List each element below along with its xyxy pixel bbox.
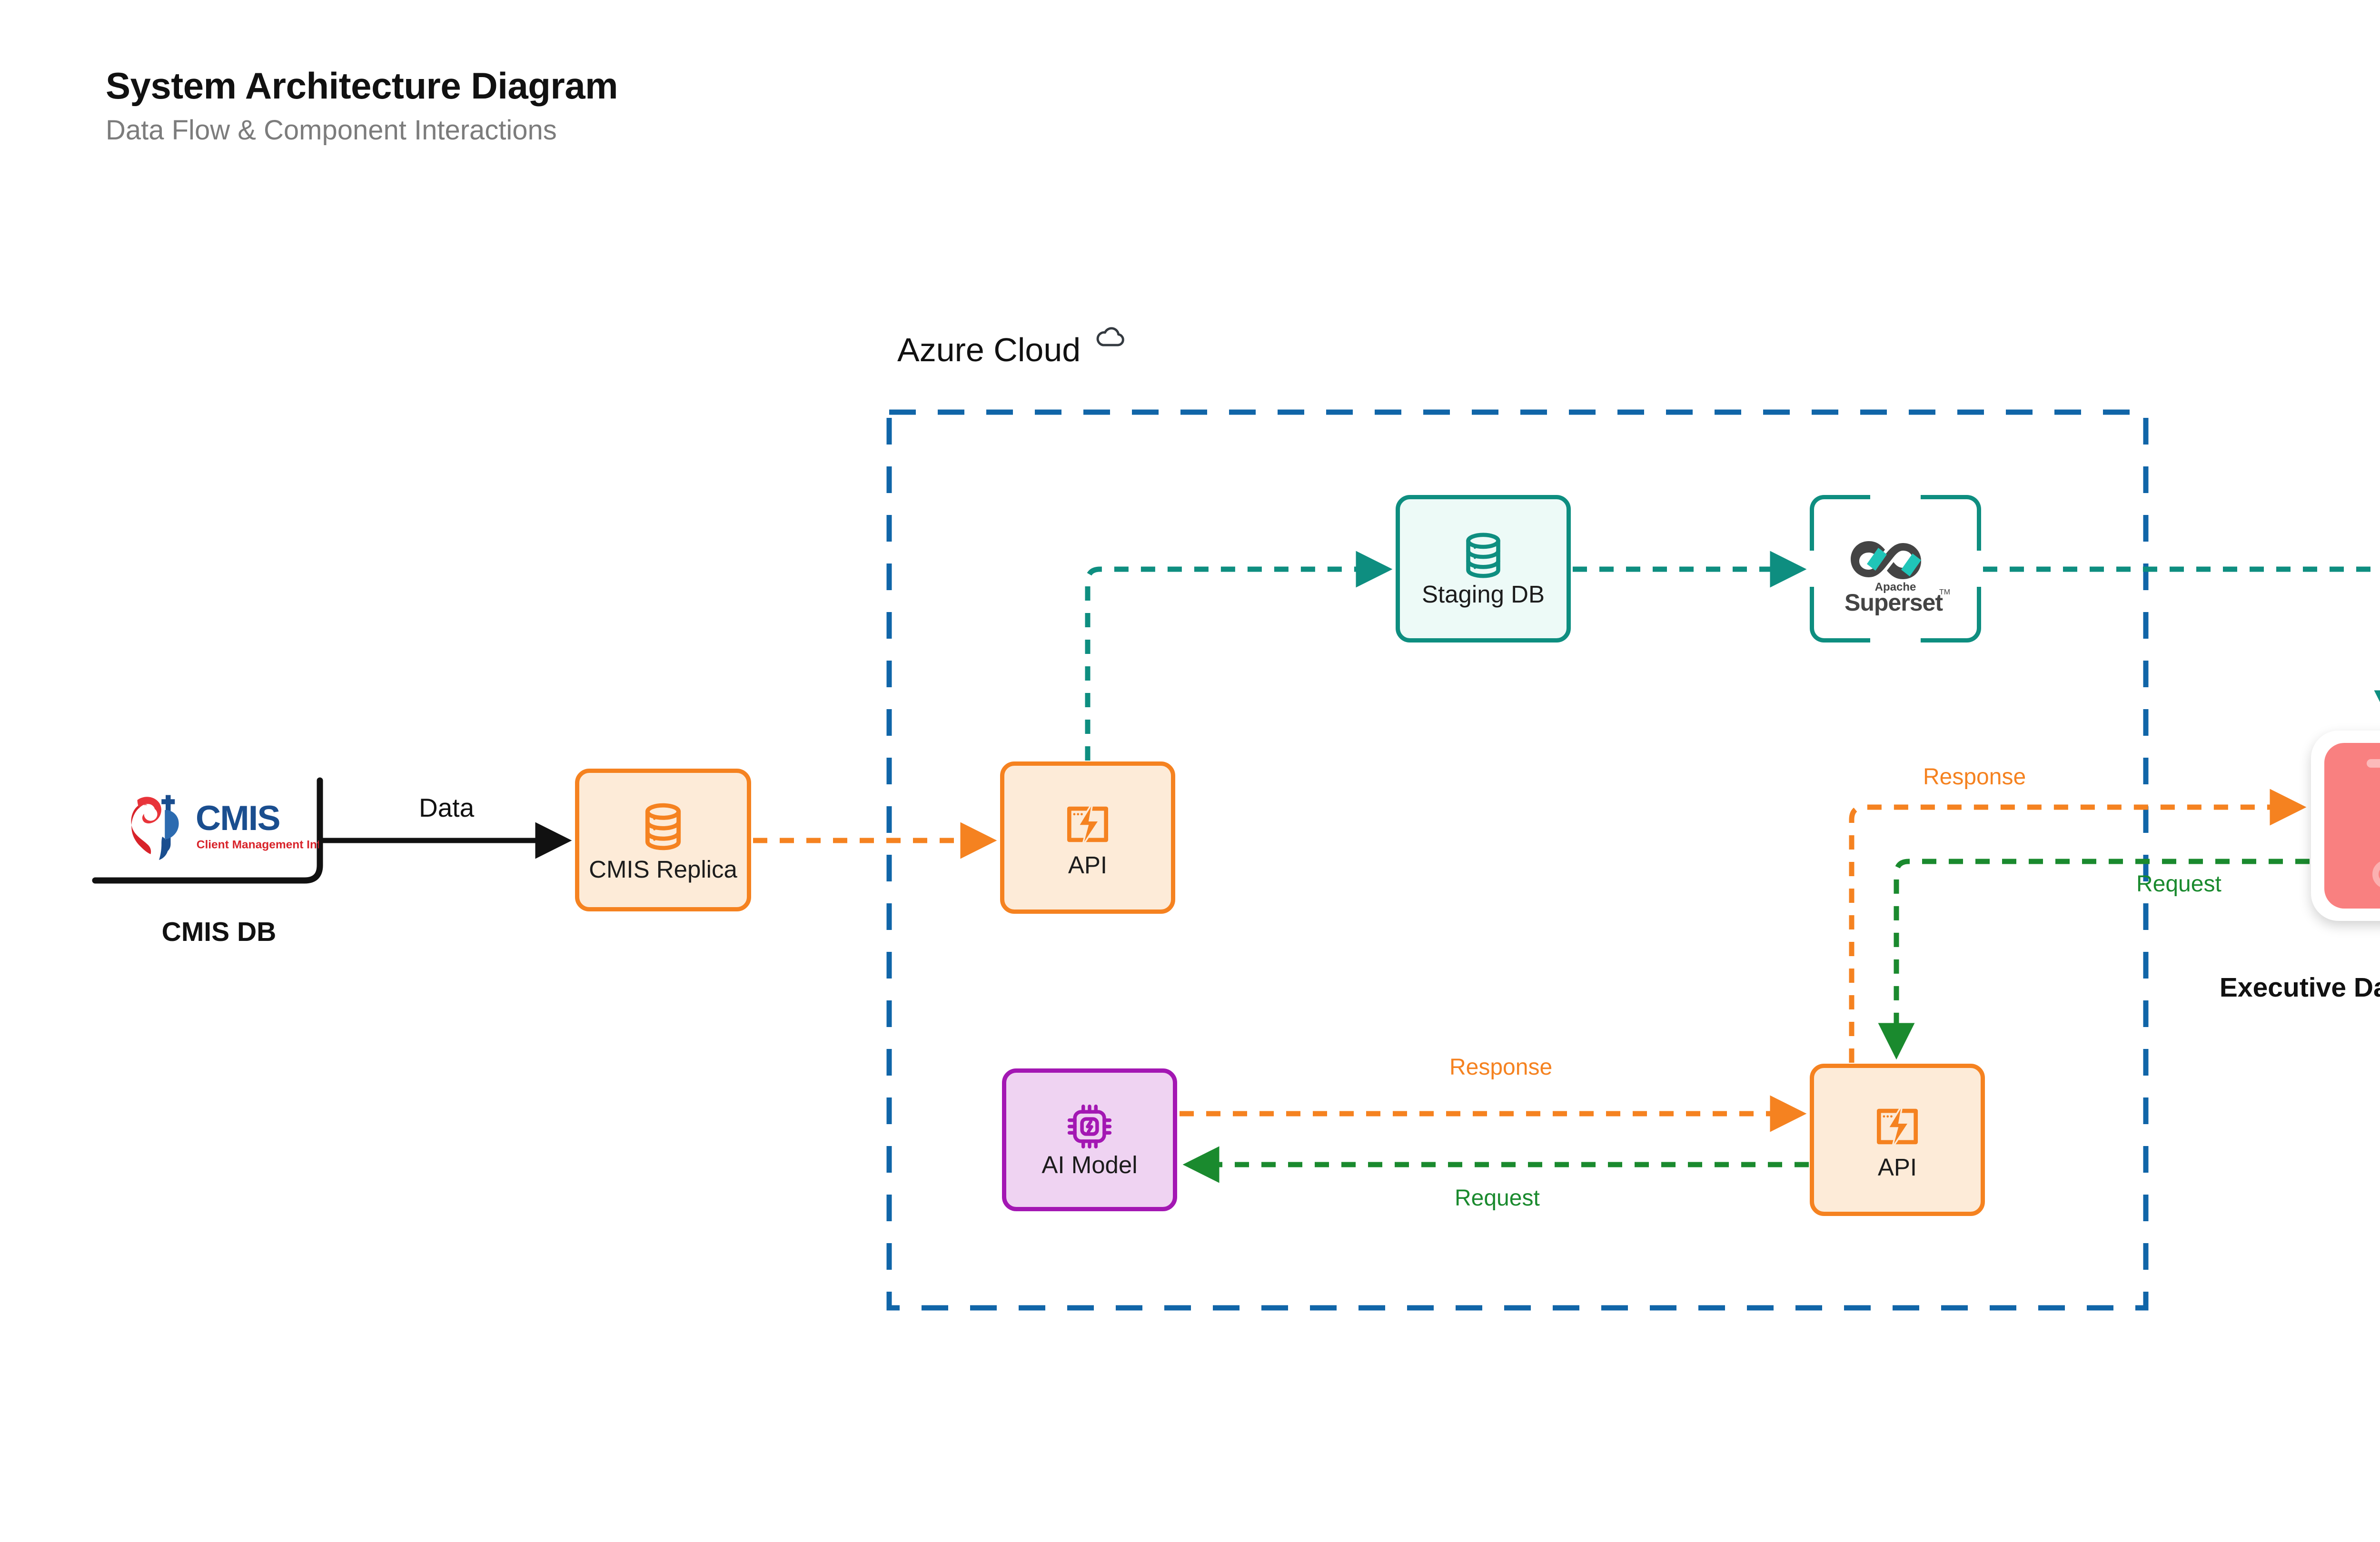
edge-label-response-ai: Response xyxy=(1449,1055,1553,1080)
bracket-corner-top-right xyxy=(1921,495,1981,551)
database-icon xyxy=(1466,533,1500,578)
bracket-corner-top-left xyxy=(1810,495,1870,551)
edge-api-right-to-dashboard xyxy=(1849,789,2307,1063)
edge-label-data: Data xyxy=(419,793,475,822)
superset-logo: Apache Superset TM xyxy=(1844,541,1950,615)
node-label: AI Model xyxy=(1041,1151,1138,1178)
edge-api-left-to-staging xyxy=(1085,551,1393,761)
cmis-logo: CMIS Client Management Info System xyxy=(131,795,319,860)
cloud-icon xyxy=(1096,327,1125,346)
edge-label-request-ai: Request xyxy=(1455,1186,1540,1211)
node-label: Staging DB xyxy=(1422,580,1545,608)
azure-function-icon xyxy=(1067,801,1109,847)
node-ai-model[interactable]: AI Model xyxy=(1002,1068,1177,1211)
node-cmis-db[interactable]: CMIS Client Management Info System xyxy=(95,757,343,900)
azure-cloud-label: Azure Cloud xyxy=(897,331,1081,368)
node-api-left[interactable]: API xyxy=(1000,761,1175,914)
node-api-right[interactable]: API xyxy=(1810,1064,1985,1216)
bracket-corner-bottom-right xyxy=(1921,587,1981,642)
node-dashboard-app[interactable] xyxy=(2311,731,2380,921)
phone-speaker-icon xyxy=(2367,759,2380,768)
svg-text:TM: TM xyxy=(1939,588,1950,596)
node-label: CMIS Replica xyxy=(589,855,737,883)
chip-icon xyxy=(1067,1104,1112,1149)
node-cmis-replica[interactable]: CMIS Replica xyxy=(575,769,751,911)
edge-label-response-dashboard: Response xyxy=(1923,764,2026,790)
mobile-phone-icon xyxy=(2311,731,2380,921)
azure-cloud-group-header: Azure Cloud xyxy=(897,327,1126,368)
node-label: API xyxy=(1068,851,1108,879)
phone-home-button-icon xyxy=(2372,860,2380,889)
svg-text:Client Management Info System: Client Management Info System xyxy=(197,838,319,851)
page-subtitle: Data Flow & Component Interactions xyxy=(106,114,557,146)
header: System Architecture Diagram Data Flow & … xyxy=(106,65,618,146)
cmis-db-label: CMIS DB xyxy=(161,917,277,947)
dashboard-app-label: Executive Dashboard App xyxy=(2219,972,2380,1003)
edge-superset-to-dashboard xyxy=(1983,566,2380,727)
phone-screen xyxy=(2324,743,2380,909)
edge-dashboard-to-api-right xyxy=(1878,859,2310,1060)
node-superset[interactable]: Apache Superset TM xyxy=(1810,495,1981,642)
svg-text:Apache: Apache xyxy=(1875,581,1916,593)
bracket-corner-bottom-left xyxy=(1810,587,1870,642)
node-label: API xyxy=(1877,1153,1917,1181)
svg-text:CMIS: CMIS xyxy=(196,798,280,838)
edge-label-request-dashboard: Request xyxy=(2136,871,2221,897)
page-title: System Architecture Diagram xyxy=(106,65,618,107)
azure-function-icon xyxy=(1876,1104,1918,1149)
node-staging-db[interactable]: Staging DB xyxy=(1396,495,1571,642)
cmis-db-bracket xyxy=(92,777,323,884)
database-icon xyxy=(645,803,681,850)
